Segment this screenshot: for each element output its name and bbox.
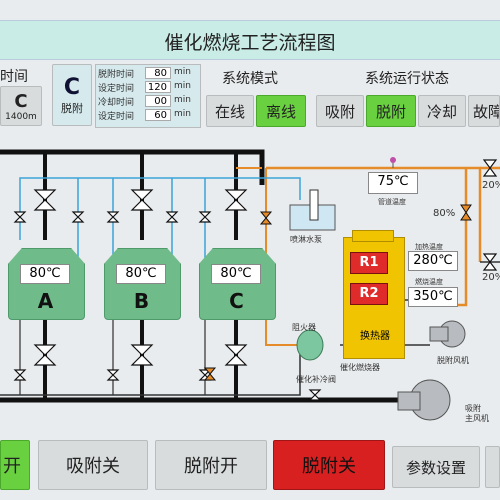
heat-exchanger-label: 换热器 (360, 331, 390, 342)
system-mode-heading: 系统模式 (222, 71, 278, 87)
timer-value[interactable]: 60 (145, 109, 171, 121)
desorb-on-button[interactable]: 脱附开 (155, 440, 267, 490)
mode-value: 1400m (5, 111, 37, 122)
timer-value: 80 (145, 67, 171, 79)
main-fan-label: 吸附 主风机 (465, 404, 489, 423)
valve-pct-3: 20% (482, 272, 500, 283)
tank-name: A (37, 289, 54, 313)
params-button[interactable]: 参数设置 (392, 446, 480, 488)
timer-unit: min (174, 81, 191, 91)
open-button[interactable]: 开 (0, 440, 30, 490)
burner-label: 催化燃烧器 (340, 363, 380, 372)
burner-top (352, 230, 394, 242)
cool-state-button[interactable]: 冷却 (418, 95, 466, 127)
online-button[interactable]: 在线 (206, 95, 254, 127)
cool-valve-label: 催化补冷阀 (296, 375, 336, 384)
spray-pump-label: 喷淋水泵 (290, 235, 322, 244)
page-title: 催化燃烧工艺流程图 (164, 32, 336, 54)
tank-temp: 80℃ (116, 264, 166, 284)
heat-temp-label: 加热温度 (415, 243, 443, 251)
adsorber-tank (104, 248, 181, 320)
timer-label: 冷却时间 (98, 98, 135, 108)
timer-value[interactable]: 120 (145, 81, 171, 93)
adsorb-state-button[interactable]: 吸附 (316, 95, 364, 127)
fault-state-button[interactable]: 故障 (468, 95, 500, 127)
adsorber-tank (199, 248, 276, 320)
timer-unit: min (174, 67, 191, 77)
timer-label: 设定时间 (98, 84, 135, 94)
tank-name: C (229, 289, 244, 313)
tank-temp: 80℃ (20, 264, 70, 284)
timer-unit: min (174, 109, 191, 119)
desorb-off-button[interactable]: 脱附关 (273, 440, 385, 490)
pipe-temp-label: 管道温度 (378, 198, 406, 206)
time-label: 时间 (0, 69, 28, 85)
mode-indicator: C 1400m (0, 86, 42, 126)
state-label: 脱附 (61, 101, 83, 115)
adsorber-tank (8, 248, 85, 320)
r1-heater: R1 (350, 252, 388, 274)
valve-pct-2: 80% (433, 208, 456, 219)
tank-temp: 80℃ (211, 264, 261, 284)
flame-arrester-label: 阻火器 (292, 323, 316, 332)
state-letter: C (63, 74, 81, 100)
burn-temp-label: 燃烧温度 (415, 278, 443, 286)
pipe-temp-display: 75℃ (368, 172, 418, 194)
timer-label: 设定时间 (98, 112, 135, 122)
title-bar (0, 20, 500, 60)
timer-unit: min (174, 95, 191, 105)
timer-value: 00 (145, 95, 171, 107)
tank-name: B (133, 289, 150, 313)
desorb-fan-label: 脱附风机 (437, 356, 469, 365)
desorb-state-button[interactable]: 脱附 (366, 95, 416, 127)
timer-label: 脱附时间 (98, 70, 135, 80)
valve-pct-1: 20% (482, 180, 500, 191)
run-state-heading: 系统运行状态 (365, 71, 449, 87)
burn-temp-display: 350℃ (408, 287, 458, 307)
extra-button[interactable] (485, 446, 500, 488)
state-indicator: C 脱附 (52, 64, 92, 126)
mode-letter: C (14, 90, 28, 112)
r2-heater: R2 (350, 283, 388, 305)
heat-temp-display: 280℃ (408, 251, 458, 271)
adsorb-off-button[interactable]: 吸附关 (38, 440, 148, 490)
offline-button[interactable]: 离线 (256, 95, 306, 127)
